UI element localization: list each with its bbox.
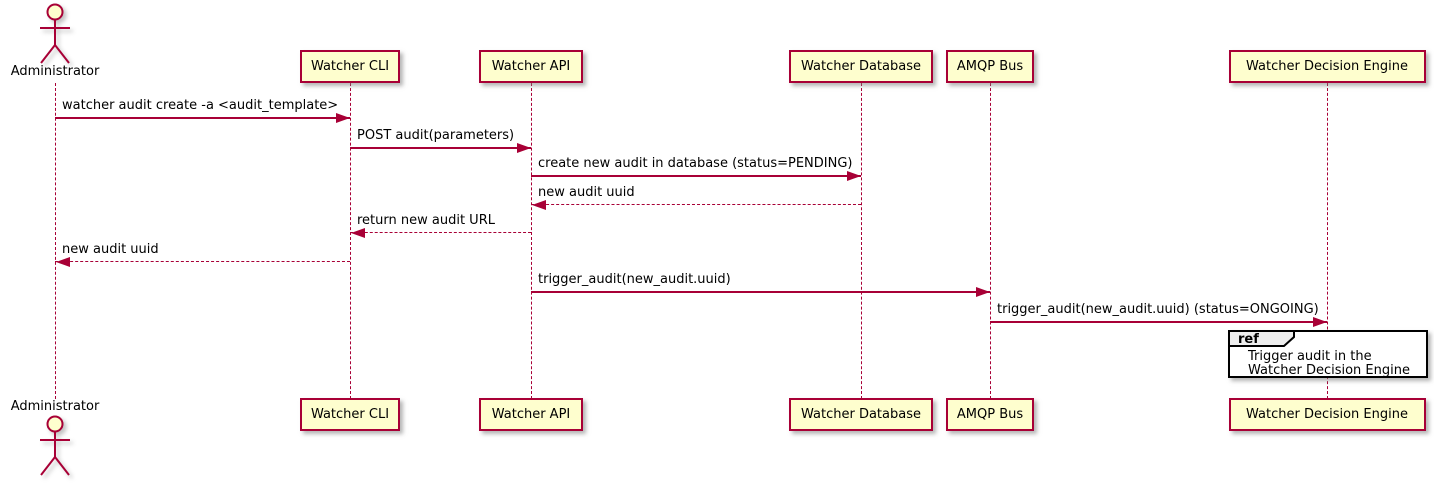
message-label: trigger_audit(new_audit.uuid) (status=ON… bbox=[997, 302, 1319, 317]
lifeline-administrator bbox=[55, 83, 56, 399]
message-arrowhead bbox=[976, 287, 990, 297]
lifeline-watcher-cli bbox=[350, 83, 351, 399]
message-line bbox=[55, 261, 350, 262]
message-line bbox=[531, 291, 990, 293]
message-label: POST audit(parameters) bbox=[357, 128, 515, 143]
participant-watcher-decision-engine-bottom: Watcher Decision Engine bbox=[1228, 398, 1426, 431]
ref-tab-shape bbox=[1228, 330, 1295, 347]
message-label: return new audit URL bbox=[357, 213, 495, 228]
actor-label-administrator-top: Administrator bbox=[10, 64, 100, 79]
participant-watcher-cli-top: Watcher CLI bbox=[300, 50, 400, 83]
message-arrowhead bbox=[351, 228, 365, 238]
message-arrowhead bbox=[517, 143, 531, 153]
participant-amqp-bus-bottom: AMQP Bus bbox=[946, 398, 1034, 431]
message-label: create new audit in database (status=PEN… bbox=[538, 156, 853, 171]
participant-watcher-api-top: Watcher API bbox=[479, 50, 583, 83]
ref-fragment: ref Trigger audit in the Watcher Decisio… bbox=[1228, 330, 1428, 378]
participant-watcher-cli-bottom: Watcher CLI bbox=[300, 398, 400, 431]
message-line bbox=[531, 175, 861, 177]
ref-text-line: Watcher Decision Engine bbox=[1248, 363, 1410, 378]
message-line bbox=[350, 232, 531, 233]
message-label: watcher audit create -a <audit_template> bbox=[62, 98, 339, 113]
participant-watcher-database-top: Watcher Database bbox=[789, 50, 933, 83]
participant-watcher-api-bottom: Watcher API bbox=[479, 398, 583, 431]
message-label: trigger_audit(new_audit.uuid) bbox=[538, 272, 731, 287]
actor-administrator-bottom bbox=[32, 415, 78, 483]
actor-icon bbox=[40, 415, 70, 476]
actor-label-administrator-bottom: Administrator bbox=[10, 399, 100, 414]
message-line bbox=[990, 321, 1327, 323]
lifeline-watcher-api bbox=[531, 83, 532, 399]
lifeline-watcher-decision-engine bbox=[1327, 83, 1328, 399]
ref-text-line: Trigger audit in the bbox=[1248, 349, 1372, 364]
message-arrowhead bbox=[56, 257, 70, 267]
message-arrowhead bbox=[336, 113, 350, 123]
message-label: new audit uuid bbox=[62, 242, 159, 257]
participant-watcher-decision-engine-top: Watcher Decision Engine bbox=[1228, 50, 1426, 83]
ref-keyword: ref bbox=[1238, 332, 1259, 347]
message-line bbox=[350, 147, 531, 149]
message-arrowhead bbox=[1313, 317, 1327, 327]
lifeline-watcher-database bbox=[861, 83, 862, 399]
message-arrowhead bbox=[847, 171, 861, 181]
message-line bbox=[531, 204, 861, 205]
actor-administrator-top bbox=[32, 3, 78, 71]
participant-amqp-bus-top: AMQP Bus bbox=[946, 50, 1034, 83]
participant-watcher-database-bottom: Watcher Database bbox=[789, 398, 933, 431]
lifeline-amqp-bus bbox=[990, 83, 991, 399]
message-label: new audit uuid bbox=[538, 185, 635, 200]
actor-icon bbox=[40, 3, 70, 64]
message-arrowhead bbox=[532, 200, 546, 210]
message-line bbox=[55, 117, 350, 119]
